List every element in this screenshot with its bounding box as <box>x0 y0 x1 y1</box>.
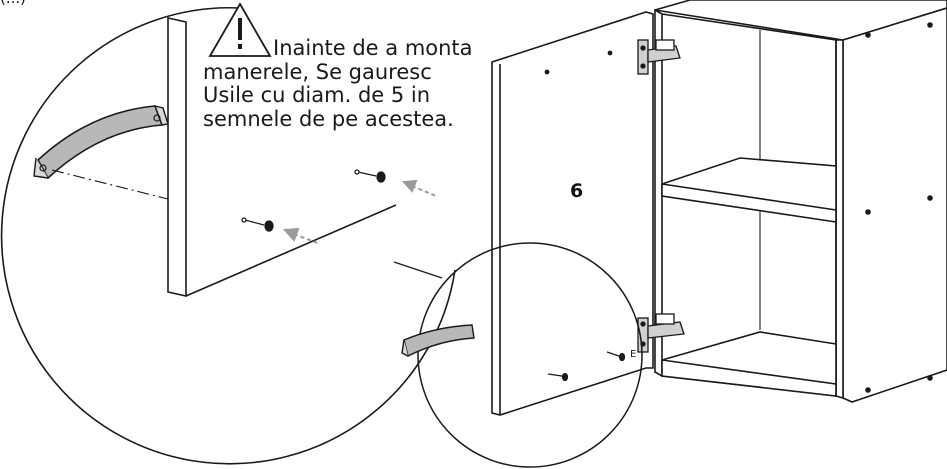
warning-line-1: Inainte de a monta <box>273 36 473 60</box>
insert-arrow-lower <box>282 227 321 245</box>
handle-small <box>401 324 475 358</box>
detail-zoom-circle-left <box>0 6 456 465</box>
warning-instructions: Inainte de a monta manerele, Se gauresc … <box>203 36 503 131</box>
alignment-dash-line <box>51 169 169 200</box>
screw-door-right <box>606 351 626 362</box>
warning-line-3: Usile cu diam. de 5 in <box>203 83 431 107</box>
screw-door-left <box>547 372 569 382</box>
warning-line-4: semnele de pe acestea. <box>203 106 454 131</box>
hardware-label: E <box>630 349 637 360</box>
detail-circle-small <box>401 242 643 468</box>
panel-number-label: 6 <box>570 180 584 202</box>
insert-arrow-upper <box>401 179 437 197</box>
cabinet-door <box>491 11 654 416</box>
screw-lower <box>241 217 274 232</box>
handle-closeup <box>33 104 169 180</box>
door-edge-closeup <box>167 17 397 297</box>
warning-line-2: manerele, Se gauresc <box>203 59 432 84</box>
hinge-lower <box>637 313 685 353</box>
screw-upper <box>354 169 386 183</box>
warning-triangle-icon <box>208 2 272 57</box>
header-fragment: (...) <box>0 0 26 7</box>
cabinet <box>654 0 947 403</box>
hinge-upper <box>637 39 681 75</box>
